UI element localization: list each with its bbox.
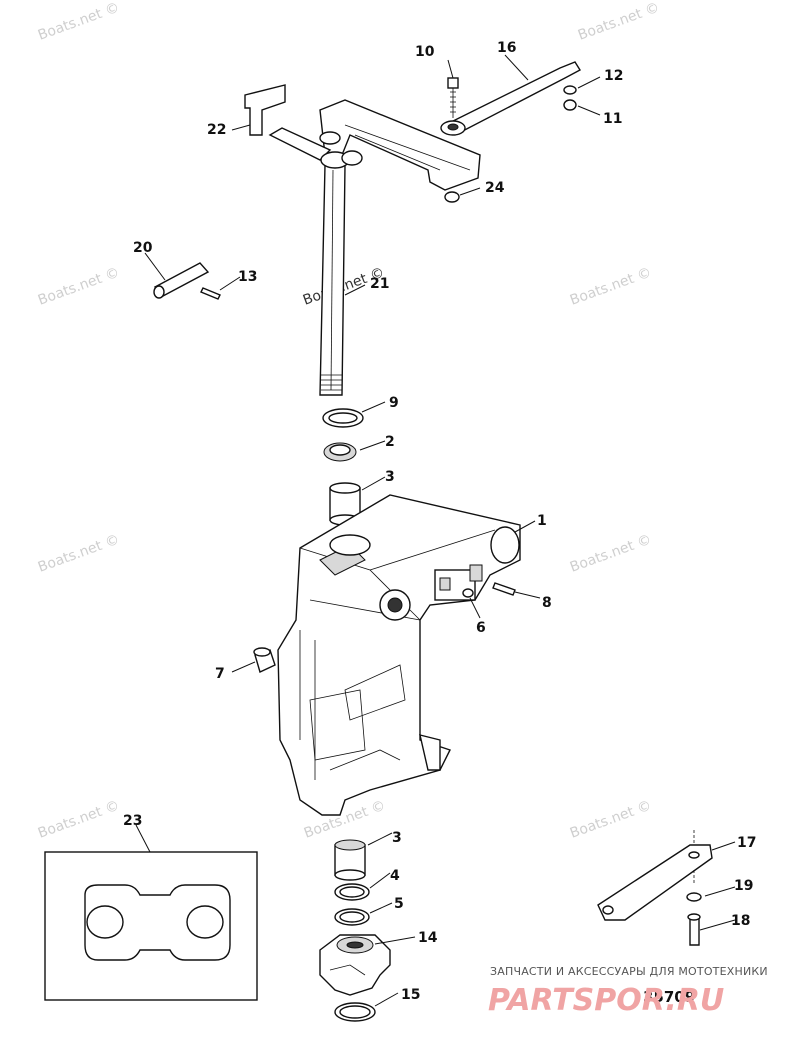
callout-3: 3 <box>392 830 402 846</box>
upper-bearing-stack <box>322 408 364 526</box>
callout-13: 13 <box>238 269 257 285</box>
watermark: Boats.net © <box>36 265 122 309</box>
callout-15: 15 <box>401 987 420 1003</box>
anode-plate-assembly <box>597 830 713 946</box>
callout-6: 6 <box>476 620 486 636</box>
footer-logo: PARTSPOR.RU <box>488 983 724 1018</box>
callout-3: 3 <box>385 469 395 485</box>
callout-21: 21 <box>370 276 389 292</box>
small-hardware <box>253 582 516 673</box>
lower-bearing-stack <box>319 839 391 1022</box>
watermark: Boats.net © <box>36 798 122 842</box>
watermark: Boats.net © <box>36 0 122 44</box>
part-16-link-rod <box>443 61 581 136</box>
callout-20: 20 <box>133 240 153 256</box>
part-steering-tube-top <box>268 127 332 161</box>
part-18-screw <box>689 916 700 946</box>
callout-24: 24 <box>485 180 505 196</box>
part-14-steering-yoke <box>319 934 391 996</box>
callout-5: 5 <box>394 896 404 912</box>
part-17-plate <box>597 844 713 921</box>
callout-23: 23 <box>123 813 142 829</box>
steering-arm-assembly <box>244 61 581 396</box>
callout-19: 19 <box>734 878 753 894</box>
callout-7: 7 <box>215 666 225 682</box>
part-6-nut <box>462 588 474 598</box>
part-1-swivel-bracket <box>277 494 521 816</box>
part-11-nut <box>563 99 577 111</box>
part-8-bolt <box>492 582 516 596</box>
part-23-gasket <box>44 851 258 1001</box>
watermark: Boats.net © <box>568 265 654 309</box>
callout-8: 8 <box>542 595 552 611</box>
watermark: Boats.net © <box>576 0 662 44</box>
callout-17: 17 <box>737 835 756 851</box>
callout-10: 10 <box>415 44 435 60</box>
callout-1: 1 <box>537 513 547 529</box>
leader-lines <box>135 54 736 1007</box>
callout-14: 14 <box>418 930 438 946</box>
callout-22: 22 <box>207 122 226 138</box>
callout-numbers: 1 2 3 3 4 5 6 7 8 9 10 11 12 13 14 15 16… <box>123 40 756 1003</box>
footer-caption: ЗАПЧАСТИ И АКСЕССУАРЫ ДЛЯ МОТОТЕХНИКИ <box>490 965 768 978</box>
part-24-nut <box>444 191 460 203</box>
part-10-bolt-head <box>447 77 459 89</box>
watermark: Boats.net © <box>36 532 122 576</box>
figure-number: 35709 <box>643 988 695 1006</box>
callout-11: 11 <box>603 111 622 127</box>
pin-and-screw <box>153 262 221 300</box>
part-13-screw <box>200 287 221 300</box>
callout-12: 12 <box>604 68 623 84</box>
part-19-washer <box>686 892 702 902</box>
part-22-clip <box>244 84 286 136</box>
callout-2: 2 <box>385 434 395 450</box>
callout-18: 18 <box>731 913 750 929</box>
callout-4: 4 <box>390 868 400 884</box>
callout-16: 16 <box>497 40 516 56</box>
part-12-washer <box>563 85 577 95</box>
callout-9: 9 <box>389 395 399 411</box>
watermark: Boats.net © <box>568 798 654 842</box>
watermark: Boats.net © <box>568 532 654 576</box>
